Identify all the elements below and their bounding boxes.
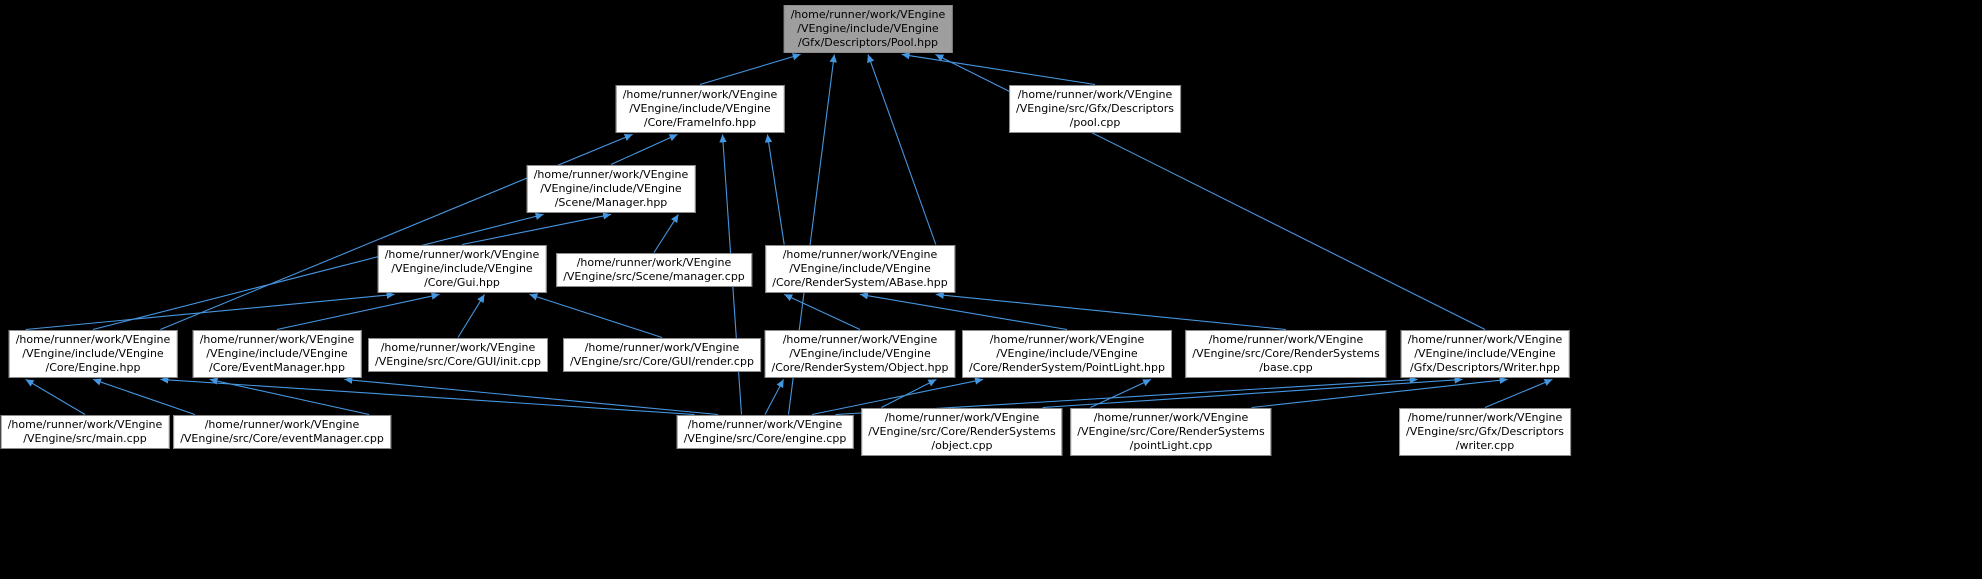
- graph-node-eventmanager-hpp[interactable]: /home/runner/work/VEngine /VEngine/inclu…: [192, 330, 362, 378]
- include-edge: [653, 214, 679, 253]
- include-edge: [1090, 378, 1152, 408]
- include-edge: [867, 54, 937, 245]
- graph-node-writer-hpp[interactable]: /home/runner/work/VEngine /VEngine/inclu…: [1400, 330, 1570, 378]
- graph-node-engine-cpp[interactable]: /home/runner/work/VEngine /VEngine/src/C…: [676, 415, 854, 449]
- include-edge: [699, 53, 801, 86]
- graph-node-object-hpp[interactable]: /home/runner/work/VEngine /VEngine/inclu…: [764, 330, 956, 378]
- graph-node-init-cpp[interactable]: /home/runner/work/VEngine /VEngine/src/C…: [368, 338, 548, 372]
- graph-node-base-cpp[interactable]: /home/runner/work/VEngine /VEngine/src/C…: [1185, 330, 1387, 378]
- include-edge: [25, 291, 395, 331]
- graph-node-pointlight-hpp[interactable]: /home/runner/work/VEngine /VEngine/inclu…: [962, 330, 1172, 378]
- include-edge: [461, 212, 612, 246]
- include-edge: [209, 377, 370, 416]
- include-edge: [881, 378, 937, 408]
- include-edge: [276, 292, 440, 331]
- graph-node-frameinfo-hpp[interactable]: /home/runner/work/VEngine /VEngine/inclu…: [615, 85, 785, 133]
- include-edge: [764, 134, 785, 245]
- graph-node-pointlight-cpp[interactable]: /home/runner/work/VEngine /VEngine/src/C…: [1070, 408, 1272, 456]
- include-edge: [901, 51, 1096, 86]
- graph-node-pool-hpp: /home/runner/work/VEngine /VEngine/inclu…: [783, 5, 953, 53]
- graph-node-pool-cpp[interactable]: /home/runner/work/VEngine /VEngine/src/G…: [1009, 85, 1181, 133]
- graph-node-gui-hpp[interactable]: /home/runner/work/VEngine /VEngine/inclu…: [377, 245, 547, 293]
- include-edge: [859, 292, 1068, 331]
- include-edge: [811, 377, 984, 416]
- graph-node-main-cpp[interactable]: /home/runner/work/VEngine /VEngine/src/m…: [0, 415, 170, 449]
- graph-node-manager-hpp[interactable]: /home/runner/work/VEngine /VEngine/inclu…: [526, 165, 696, 213]
- graph-node-object-cpp[interactable]: /home/runner/work/VEngine /VEngine/src/C…: [861, 408, 1063, 456]
- graph-node-abase-hpp[interactable]: /home/runner/work/VEngine /VEngine/inclu…: [765, 245, 955, 293]
- graph-node-engine-hpp[interactable]: /home/runner/work/VEngine /VEngine/inclu…: [8, 330, 178, 378]
- include-edge: [457, 294, 485, 338]
- include-edge: [610, 133, 678, 166]
- include-edge: [1042, 376, 1463, 409]
- include-edge: [1251, 376, 1508, 409]
- graph-node-writer-cpp[interactable]: /home/runner/work/VEngine /VEngine/src/G…: [1399, 408, 1571, 456]
- include-edge: [160, 133, 633, 331]
- include-edge: [92, 212, 544, 331]
- include-edge: [764, 379, 785, 415]
- graph-node-manager-cpp[interactable]: /home/runner/work/VEngine /VEngine/src/S…: [556, 253, 752, 287]
- include-edge: [529, 293, 663, 339]
- graph-node-eventmanager-cpp[interactable]: /home/runner/work/VEngine /VEngine/src/C…: [173, 415, 391, 449]
- include-edge: [1484, 378, 1553, 409]
- include-edge: [92, 378, 196, 416]
- graph-node-render-cpp[interactable]: /home/runner/work/VEngine /VEngine/src/C…: [563, 338, 761, 372]
- include-edge: [25, 378, 86, 415]
- include-edge: [935, 291, 1287, 331]
- include-edge: [344, 376, 718, 416]
- include-edge: [783, 293, 861, 330]
- include-edge: [160, 376, 695, 416]
